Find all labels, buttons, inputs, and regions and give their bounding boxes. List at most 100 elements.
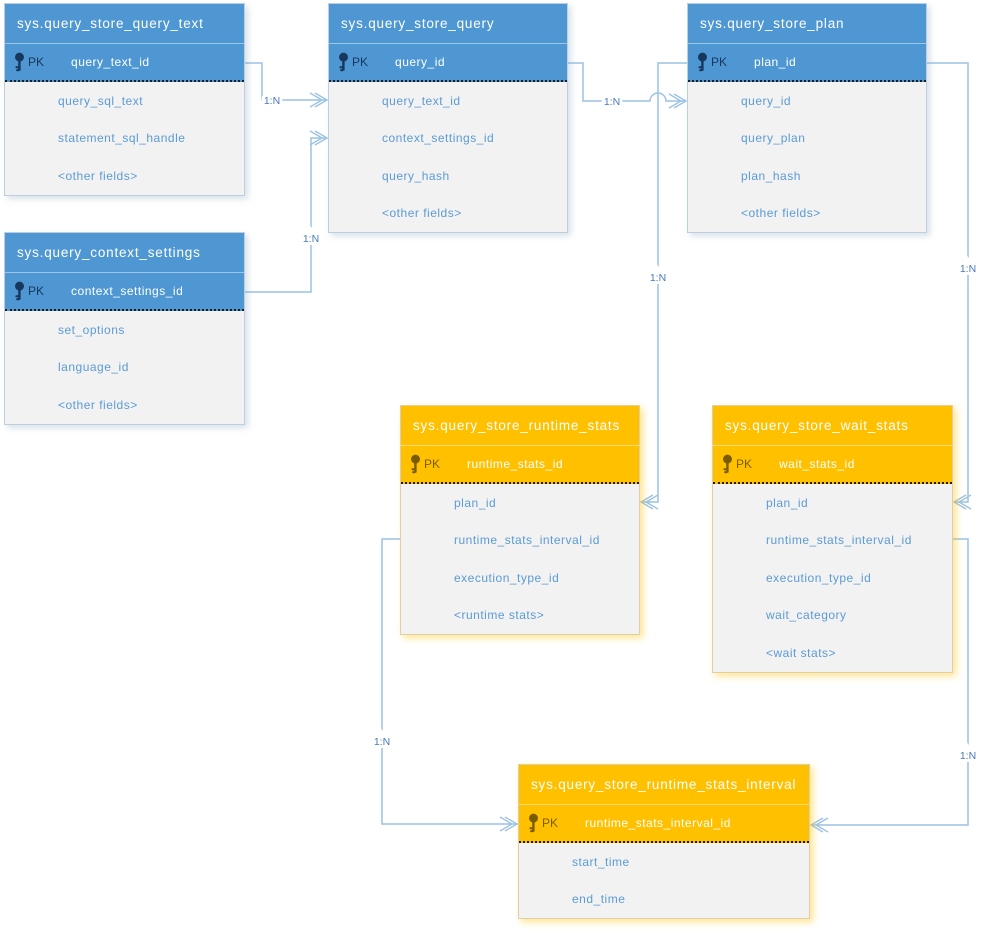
relationship-line: [812, 538, 969, 826]
table-title: sys.query_store_query_text: [5, 4, 244, 44]
field-row: end_time: [572, 892, 626, 907]
field-row: plan_id: [454, 495, 497, 510]
field-row: execution_type_id: [766, 570, 872, 585]
field-row: execution_type_id: [454, 570, 560, 585]
field-row: <other fields>: [382, 206, 462, 221]
relationship-line: [245, 62, 326, 101]
cardinality-label: 1:N: [264, 95, 280, 107]
pk-field-name: query_id: [395, 55, 446, 69]
many-arrowhead: [809, 817, 824, 833]
field-row: <other fields>: [741, 206, 821, 221]
relationship-line: [642, 62, 687, 503]
cardinality-label: 1:N: [303, 233, 319, 245]
field-row: runtime_stats_interval_id: [454, 533, 600, 548]
field-row: wait_category: [766, 608, 847, 623]
field-list: plan_id runtime_stats_interval_id executio…: [713, 484, 952, 672]
connector-runtime-stats-to-interval: 1:N: [371, 538, 519, 832]
many-arrowhead: [644, 494, 659, 510]
connector-query-to-plan: 1:N: [568, 62, 688, 111]
key-icon: [15, 52, 24, 71]
pk-label: PK: [736, 457, 753, 471]
pk-field-name: runtime_stats_id: [467, 457, 564, 471]
field-row: language_id: [58, 360, 129, 375]
table-title: sys.query_store_runtime_stats_interval: [519, 765, 809, 805]
many-arrowhead: [668, 93, 683, 109]
connector-context-settings-to-query: 1:N: [245, 130, 329, 293]
connector-wait-stats-to-interval: 1:N: [809, 538, 979, 833]
key-icon: [698, 52, 707, 71]
pk-field-name: context_settings_id: [71, 284, 184, 298]
field-row: set_options: [58, 322, 125, 337]
pk-field-name: query_text_id: [71, 55, 150, 69]
field-row: query_id: [741, 93, 792, 108]
many-arrowhead: [639, 494, 654, 510]
pk-label: PK: [711, 55, 728, 69]
connector-query-text-to-query: 1:N: [245, 62, 329, 110]
pk-label: PK: [352, 55, 369, 69]
pk-field-name: runtime_stats_interval_id: [585, 816, 731, 830]
relationship-line: [245, 137, 326, 293]
field-row: plan_id: [766, 495, 809, 510]
field-list: set_options language_id <other fields>: [5, 311, 244, 424]
many-arrowhead: [309, 92, 324, 108]
key-icon: [339, 52, 348, 71]
pk-row: PK runtime_stats_interval_id: [519, 805, 809, 843]
pk-label: PK: [28, 55, 45, 69]
pk-row: PK wait_stats_id: [713, 446, 952, 484]
many-arrowhead: [814, 817, 829, 833]
cardinality-label: 1:N: [374, 736, 390, 748]
field-row: <wait stats>: [766, 645, 837, 660]
field-row: start_time: [572, 854, 630, 869]
relationship-line: [568, 62, 685, 102]
field-row: query_text_id: [382, 93, 461, 108]
field-row: plan_hash: [741, 168, 801, 183]
cardinality-label: 1:N: [960, 750, 976, 762]
field-row: runtime_stats_interval_id: [766, 533, 912, 548]
many-arrowhead: [499, 816, 514, 832]
connector-plan-to-runtime-stats: 1:N: [639, 62, 687, 510]
table-title: sys.query_store_wait_stats: [713, 406, 952, 446]
pk-row: PK context_settings_id: [5, 273, 244, 311]
pk-field-name: plan_id: [754, 55, 797, 69]
pk-row: PK query_id: [329, 44, 567, 82]
cardinality-label: 1:N: [604, 96, 620, 108]
field-row: context_settings_id: [382, 131, 495, 146]
key-icon: [529, 813, 538, 832]
pk-label: PK: [28, 284, 45, 298]
field-list: start_time end_time: [519, 843, 809, 918]
field-row: query_hash: [382, 168, 450, 183]
connector-plan-to-wait-stats: 1:N: [927, 62, 979, 510]
key-icon: [15, 281, 24, 300]
pk-label: PK: [542, 816, 559, 830]
field-list: query_text_id context_settings_id query_ha…: [329, 82, 567, 232]
table-title: sys.query_store_runtime_stats: [401, 406, 639, 446]
table-title: sys.query_store_plan: [688, 4, 926, 44]
field-row: statement_sql_handle: [58, 131, 186, 146]
many-arrowhead: [314, 92, 329, 108]
many-arrowhead: [952, 494, 967, 510]
field-row: <other fields>: [58, 397, 138, 412]
field-row: <runtime stats>: [454, 608, 545, 623]
cardinality-label: 1:N: [650, 272, 666, 284]
table-title: sys.query_store_query: [329, 4, 567, 44]
key-icon: [723, 454, 732, 473]
cardinality-label: 1:N: [960, 263, 976, 275]
relationship-line: [381, 538, 516, 825]
key-icon: [411, 454, 420, 473]
many-arrowhead: [309, 130, 324, 146]
field-row: query_sql_text: [58, 93, 144, 108]
field-row: query_plan: [741, 131, 806, 146]
pk-field-name: wait_stats_id: [779, 457, 855, 471]
